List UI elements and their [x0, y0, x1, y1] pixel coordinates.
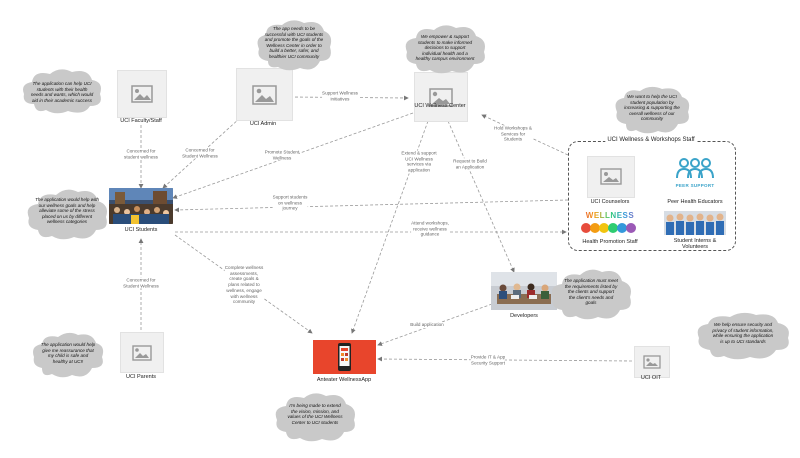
mobile-app-photo [313, 340, 376, 374]
staff-group-title: UCI Wellness & Workshops Staff [605, 137, 697, 143]
counselors-node-label: UCI Counselors [590, 199, 630, 205]
admin-node-label: UCI Admin [249, 121, 277, 127]
image-placeholder-icon [600, 168, 622, 185]
faculty-node-image[interactable] [117, 70, 167, 118]
developers-node-label: Developers [510, 313, 538, 319]
edge-students-app [174, 234, 313, 334]
thought-cloud-icon [551, 269, 631, 320]
faculty-node-label: UCI Faculty/Staff [120, 118, 162, 124]
oit-node-image[interactable] [634, 346, 670, 378]
counselors-node-image[interactable] [587, 156, 635, 198]
thought-cloud-icon [275, 393, 355, 442]
promotion-staff-node-label: Health Promotion Staff [582, 239, 638, 245]
peer-support-logo[interactable]: PEER SUPPORT [671, 156, 719, 192]
thought-cloud-icon [405, 25, 485, 74]
peer-support-people-icon [676, 158, 714, 179]
volunteers-group-photo [664, 211, 726, 235]
wellness-logo[interactable]: WELLNESS [580, 211, 640, 237]
developers-node-photo[interactable] [491, 272, 557, 310]
app-node-label: Anteater WellnessApp [316, 377, 372, 383]
edge-label-dev-app: Build application [410, 322, 444, 328]
thought-cloud-icon [23, 69, 101, 114]
image-placeholder-icon [429, 88, 453, 107]
peer-support-logo-text: PEER SUPPORT [675, 183, 715, 188]
interns-node-photo[interactable] [664, 211, 726, 235]
students-node-photo[interactable] [109, 188, 173, 224]
thought-cloud-icon [257, 20, 332, 71]
image-placeholder-icon [643, 355, 661, 369]
edge-center-dev [447, 120, 515, 273]
admin-node-image[interactable] [236, 68, 293, 121]
students-node-label: UCI Students [124, 227, 158, 233]
wellness-logo-text: WELLNESS [580, 211, 640, 220]
oit-node-label: UCI OIT [640, 375, 662, 381]
team-meeting-photo [491, 272, 557, 310]
image-placeholder-icon [131, 85, 153, 103]
peer-educators-node-label: Peer Health Educators [667, 199, 723, 205]
campus-crowd-photo [109, 188, 173, 224]
thought-cloud-icon [615, 86, 690, 134]
thought-cloud-icon [27, 189, 107, 240]
interns-node-label-2: Volunteers [682, 244, 708, 250]
image-placeholder-icon [132, 345, 152, 361]
thought-cloud-icon [697, 312, 789, 360]
parents-node-label: UCI Parents [126, 374, 156, 380]
edge-center-students [174, 199, 569, 213]
thought-cloud-icon [33, 332, 104, 378]
app-node-image[interactable] [313, 340, 376, 374]
wellness-center-node-image[interactable] [414, 72, 468, 122]
wellness-center-node-label: UCI Wellness Center [414, 103, 466, 109]
interns-node-label-1: Student Interns & [673, 238, 717, 244]
parents-node-image[interactable] [120, 332, 164, 373]
wellness-dimension-icons [581, 223, 636, 233]
image-placeholder-icon [252, 85, 277, 105]
